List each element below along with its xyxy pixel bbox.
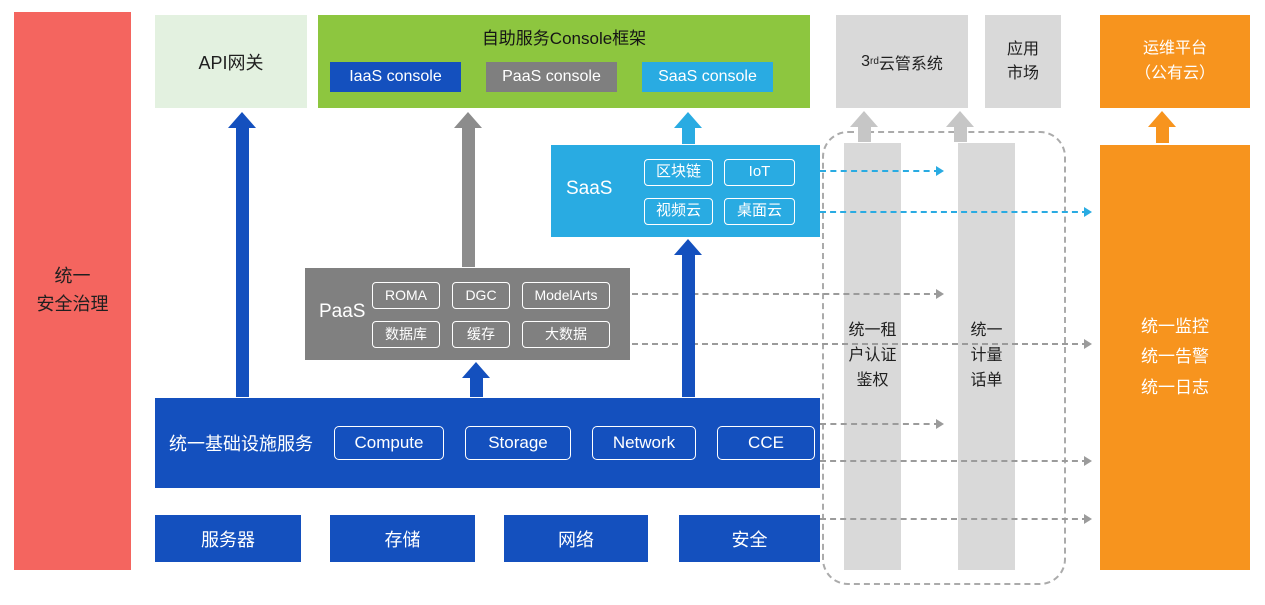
paas-block: PaaS ROMA DGC ModelArts 数据库 缓存 大数据 [305, 268, 630, 360]
dashed-boundary [822, 131, 1066, 585]
connector-infra-to-metering [820, 419, 944, 429]
infra-chip-network: Network [592, 426, 696, 460]
console-button-row: IaaS console PaaS console SaaS console [318, 49, 810, 92]
app-market-box: 应用 市场 [985, 15, 1061, 108]
metering-bar: 统一 计量 话单 [958, 143, 1015, 570]
connector-paas-to-metering [632, 289, 944, 299]
paas-chip-bigdata: 大数据 [522, 321, 610, 348]
arrow-monitor-to-om-platform-icon [1148, 111, 1176, 143]
monitoring-bar: 统一监控 统一告警 统一日志 [1100, 145, 1250, 570]
console-framework-title: 自助服务Console框架 [481, 29, 647, 48]
security-governance-bar: 统一 安全治理 [14, 12, 131, 570]
connector-security-to-monitor [820, 514, 1092, 524]
arrow-infra-to-saas-icon [674, 239, 702, 397]
saas-chip-desktop-cloud: 桌面云 [724, 198, 795, 225]
arrow-infra-to-api-gateway-icon [228, 112, 256, 397]
third-party-sup: rd [869, 56, 879, 67]
infra-chip-compute: Compute [334, 426, 444, 460]
infra-chip-cce: CCE [717, 426, 815, 460]
paas-label: PaaS [319, 301, 366, 322]
arrow-metering-to-third-party-icon [946, 111, 974, 142]
console-framework-box: 自助服务Console框架 IaaS console PaaS console … [318, 15, 810, 108]
resource-box-network: 网络 [504, 515, 648, 562]
saas-chip-iot: IoT [724, 159, 795, 186]
connector-infra-to-monitor [820, 456, 1092, 466]
iaas-console-button: IaaS console [330, 62, 461, 92]
saas-chip-grid: 区块链 IoT 视频云 桌面云 [644, 159, 795, 225]
paas-chip-roma: ROMA [372, 282, 440, 309]
resource-box-security: 安全 [679, 515, 820, 562]
saas-chip-video-cloud: 视频云 [644, 198, 713, 225]
arrow-saas-to-console-icon [674, 112, 702, 144]
paas-chip-dgc: DGC [452, 282, 510, 309]
connector-paas-to-monitor [632, 339, 1092, 349]
infra-chip-storage: Storage [465, 426, 571, 460]
paas-chip-grid: ROMA DGC ModelArts 数据库 缓存 大数据 [372, 282, 610, 348]
third-party-text: 云管系统 [878, 55, 943, 73]
om-platform-box: 运维平台 （公有云） [1100, 15, 1250, 108]
infra-services-label: 统一基础设施服务 [169, 434, 313, 454]
tenant-auth-bar: 统一租 户认证 鉴权 [844, 143, 901, 570]
paas-console-button: PaaS console [486, 62, 617, 92]
paas-chip-database: 数据库 [372, 321, 440, 348]
saas-console-button: SaaS console [642, 62, 773, 92]
saas-block: SaaS 区块链 IoT 视频云 桌面云 [551, 145, 820, 237]
connector-saas-to-auth [820, 166, 944, 176]
arrow-paas-to-console-icon [454, 112, 482, 267]
paas-chip-modelarts: ModelArts [522, 282, 610, 309]
arrow-auth-to-third-party-icon [850, 111, 878, 142]
api-gateway-box: API网关 [155, 15, 307, 108]
resource-box-storage: 存储 [330, 515, 475, 562]
resource-box-server: 服务器 [155, 515, 301, 562]
connector-saas-to-monitor [820, 207, 1092, 217]
arrow-infra-to-paas-icon [462, 362, 490, 397]
paas-chip-cache: 缓存 [452, 321, 510, 348]
saas-label: SaaS [566, 178, 613, 199]
saas-chip-blockchain: 区块链 [644, 159, 713, 186]
third-party-num: 3 [861, 52, 870, 70]
infra-services-bar: 统一基础设施服务 Compute Storage Network CCE [155, 398, 820, 488]
